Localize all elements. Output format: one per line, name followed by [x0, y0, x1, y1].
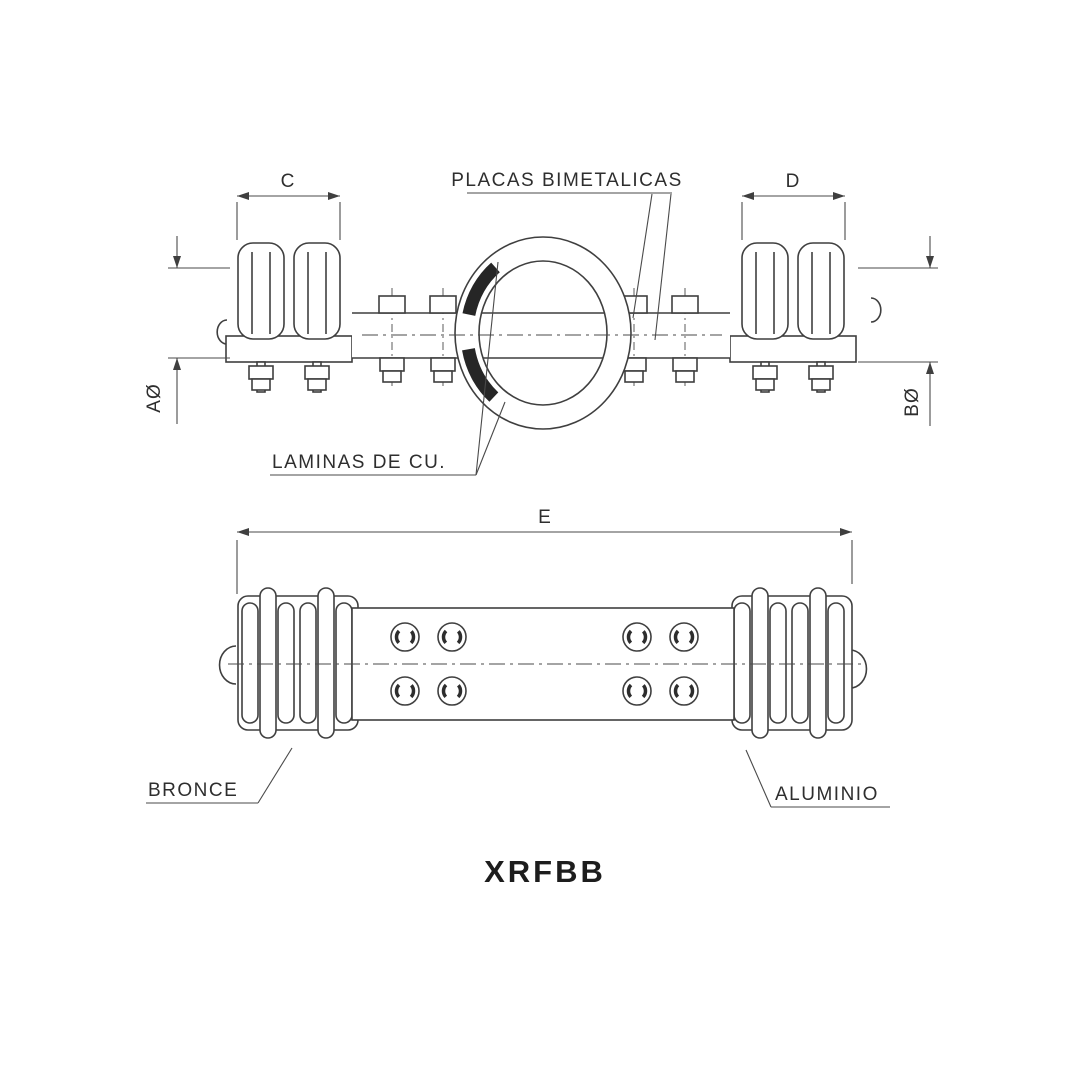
- dimension-c-label: C: [281, 171, 296, 192]
- placas-bimetalicas-callout: PLACAS BIMETALICAS: [451, 170, 683, 341]
- laminas-de-cu-label: LAMINAS DE CU.: [272, 452, 446, 473]
- dimension-b-diameter: BØ: [858, 236, 938, 426]
- placas-bimetalicas-label: PLACAS BIMETALICAS: [451, 170, 683, 191]
- aluminio-label: ALUMINIO: [775, 784, 879, 805]
- right-clamp-top-view: [729, 242, 857, 393]
- dimension-b-label: BØ: [902, 387, 923, 416]
- laminas-de-cu-callout: LAMINAS DE CU.: [270, 261, 506, 476]
- dimension-a-diameter: AØ: [144, 236, 230, 424]
- bolt-holes: [390, 622, 699, 706]
- dimension-a-label: AØ: [144, 383, 165, 412]
- dimension-e: E: [236, 507, 853, 594]
- dimension-d: D: [741, 171, 846, 240]
- bronce-callout: BRONCE: [146, 747, 293, 804]
- dimension-d-label: D: [786, 171, 801, 192]
- bottom-view: E: [146, 507, 890, 808]
- bimetallic-bar: [352, 288, 730, 390]
- right-clamp-plan-view: [731, 587, 853, 739]
- copper-lamination-loop: [454, 236, 632, 430]
- dimension-c: C: [236, 171, 341, 240]
- dimension-e-label: E: [538, 507, 552, 528]
- left-eye-hook-plan: [218, 645, 237, 685]
- aluminio-callout: ALUMINIO: [745, 749, 890, 808]
- left-eye-hook: [216, 319, 228, 345]
- right-eye-hook-plan: [849, 649, 868, 689]
- left-clamp-top-view: [225, 242, 353, 393]
- top-view: C D: [144, 170, 938, 476]
- bronce-label: BRONCE: [148, 780, 238, 801]
- right-eye-hook: [870, 297, 882, 323]
- left-clamp-plan-view: [237, 587, 359, 739]
- drawing-title: XRFBB: [484, 854, 606, 889]
